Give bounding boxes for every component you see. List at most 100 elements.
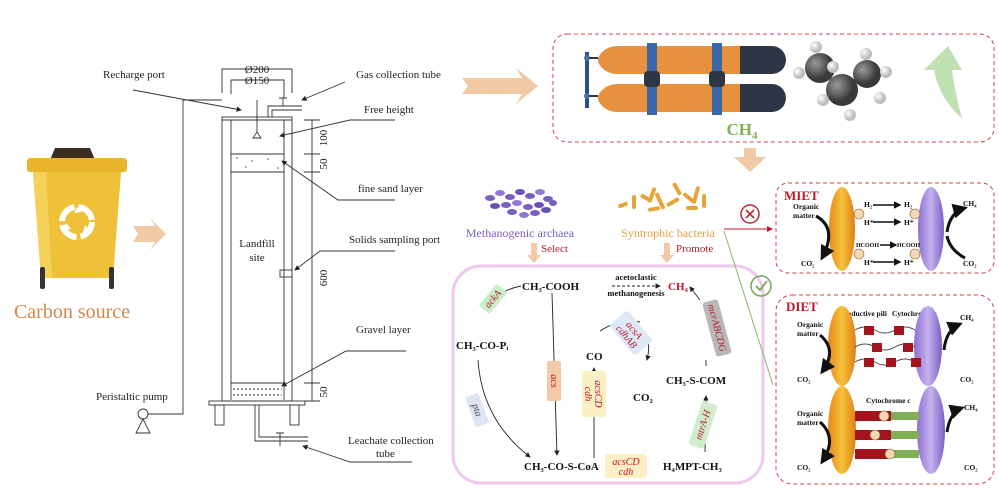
diet-ch4-label: CH₄ [960, 313, 974, 322]
leachate-label-2: tube [376, 448, 395, 460]
svg-text:pta: pta [469, 401, 484, 418]
conductive-pili-label: Conductive pili [838, 309, 887, 318]
miet-h2-right: H₂ [904, 200, 913, 209]
dim-inner: Ø150 [245, 75, 270, 87]
miet-hcooh-right: HCOOH [897, 243, 920, 249]
diet-bacteria-cell-1 [828, 306, 856, 386]
miet-organic-label-2: matter [793, 211, 815, 220]
cross-icon [740, 204, 760, 224]
diet-organic-label: Organic [797, 320, 824, 329]
dim-600: 600 [318, 269, 330, 286]
miet-co2-arrow [945, 235, 966, 260]
diet-organic-label-2: matter [797, 329, 819, 338]
miet-organic-arrow [815, 214, 835, 261]
recharge-port-label: Recharge port [103, 69, 165, 81]
check-icon [750, 275, 772, 297]
diet-ch4-label-2: CH₄ [964, 403, 978, 412]
cytochrome-label-2: Cytochrome c [866, 396, 911, 405]
diet-co2-left-2: CO₂ [797, 463, 811, 472]
arrow-to-reactor [133, 218, 166, 250]
promote-arrow [660, 243, 674, 263]
landfill-label: Landfill [239, 238, 274, 250]
miet-hplus-right: H⁺ [904, 218, 914, 227]
svg-text:cdh: cdh [582, 387, 593, 401]
pathway-box [451, 264, 765, 485]
sand-dots [236, 157, 279, 169]
promote-label: Promote [676, 243, 713, 255]
bacteria-label: Syntrophic bacteria [621, 226, 715, 240]
acetyl-phosphate-node: CH₃-CO-Pᵢ [456, 340, 508, 352]
diet-co2-right-2: CO₂ [964, 463, 978, 472]
svg-text:acs: acs [548, 374, 559, 387]
miet-organic-label: Organic [793, 202, 820, 211]
diet-organic-label-b: Organic [797, 409, 824, 418]
miet-archaea-cell [918, 187, 944, 271]
dim-50-bottom: 50 [318, 386, 330, 398]
miet-hplus-left: H⁺ [864, 218, 874, 227]
upward-curved-arrow-icon [924, 46, 962, 118]
diet-ch4-arrow [942, 321, 963, 351]
landfill-label-2: site [249, 252, 264, 264]
free-height-label: Free height [364, 104, 414, 116]
acetoclastic-label: acetoclastic [615, 272, 657, 282]
gravel-label: Gravel layer [356, 324, 411, 336]
diet-co2-right: CO₂ [960, 375, 974, 384]
arrow-to-gas [462, 68, 538, 104]
cytochrome-label: Cytochrome c [892, 309, 937, 318]
diet-ch4-arrow-2 [945, 404, 965, 433]
miet-hplus-right-2: H⁺ [904, 258, 914, 267]
svg-text:cdh: cdh [619, 467, 633, 478]
h4mpt-ch3-node: H₄MPT-CH₃ [663, 461, 722, 473]
co2-node: CO₂ [633, 392, 654, 404]
diet-organic-arrow-2 [818, 420, 835, 465]
miet-hplus-left-2: H⁺ [864, 258, 874, 267]
fine-sand-label: fine sand layer [358, 183, 423, 195]
cytochrome-squares [864, 326, 921, 367]
diet-box [775, 294, 995, 485]
diet-organic-arrow [818, 333, 836, 375]
ch4-node: CH₄ [668, 281, 689, 293]
archaea-label: Methanogenic archaea [466, 226, 575, 240]
acetic-acid-node: CH₃-COOH [522, 281, 580, 293]
syntrophic-bacteria-icon [618, 182, 706, 212]
recycle-icon [59, 204, 95, 240]
diet-bacteria-cell-2 [828, 386, 856, 474]
reactor-schematic [132, 68, 412, 463]
miet-hcooh-left: HCOOH [856, 243, 879, 249]
diet-archaea-cell-2 [917, 386, 945, 474]
enzyme-acscd-cdh-vertical: acsCD cdh [582, 371, 606, 417]
miet-ch4-arrow [945, 203, 968, 233]
methanogenesis-label: methanogenesis [607, 288, 665, 298]
miet-title: MIET [784, 188, 819, 203]
diet-electron-icons [869, 410, 896, 460]
dim-100: 100 [318, 129, 330, 146]
miet-bacteria-cell [829, 187, 855, 271]
ch3-s-com-node: CH₃-S-COM [666, 375, 727, 387]
miet-electron-flows [873, 201, 902, 266]
enzyme-acs: acs [547, 361, 561, 401]
methanogenic-archaea-icon [485, 189, 557, 218]
enzyme-pta: pta [465, 393, 489, 427]
gas-tube-label: Gas collection tube [356, 69, 441, 81]
leachate-label: Leachate collection [348, 435, 434, 447]
diet-title: DIET [786, 299, 818, 314]
miet-co2-left: CO₂ [801, 259, 815, 268]
miet-ch4-label: CH₄ [963, 199, 977, 208]
gas-cylinders-icon [584, 43, 786, 115]
connector-diet [723, 230, 774, 386]
co-node: CO [586, 351, 603, 363]
select-arrow [527, 243, 541, 263]
miet-co2-right: CO₂ [963, 259, 977, 268]
solids-port-label: Solids sampling port [349, 234, 440, 246]
carbon-source-label: Carbon source [14, 301, 130, 323]
diet-archaea-cell-1 [914, 306, 942, 386]
propane-molecule-icon [793, 41, 892, 121]
select-label: Select [541, 243, 568, 255]
gas-box [552, 33, 995, 143]
enzyme-acscd-cdh-horizontal: acsCD cdh [605, 454, 647, 478]
arrow-down-from-gas [734, 148, 766, 172]
miet-box [775, 182, 995, 274]
svg-text:acsCD: acsCD [612, 457, 640, 468]
dim-50-top: 50 [318, 158, 330, 170]
